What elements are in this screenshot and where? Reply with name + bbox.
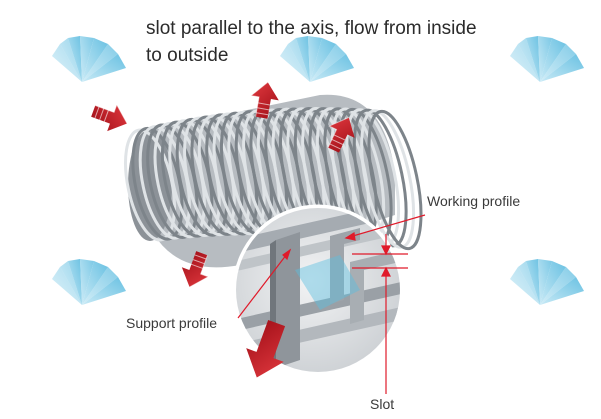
slot-label: Slot <box>370 396 395 412</box>
support-profile-label: Support profile <box>126 315 218 331</box>
diagram-title-line1: slot parallel to the axis, flow from ins… <box>146 18 477 39</box>
flow-arrow-in-icon <box>87 97 133 138</box>
working-profile-wire <box>330 228 360 304</box>
fan-logo-icon <box>52 259 126 305</box>
working-profile-label: Working profile <box>427 193 521 209</box>
fan-logo-icon <box>510 36 584 82</box>
flow-arrow-large-icon <box>246 319 286 378</box>
diagram-title-line2: to outside <box>146 45 229 66</box>
fan-logo-icon <box>52 36 126 82</box>
fan-logo-icon <box>510 259 584 305</box>
pipe-rib <box>367 109 423 251</box>
fan-logo-icon <box>280 36 354 82</box>
leader-lines <box>237 214 426 394</box>
